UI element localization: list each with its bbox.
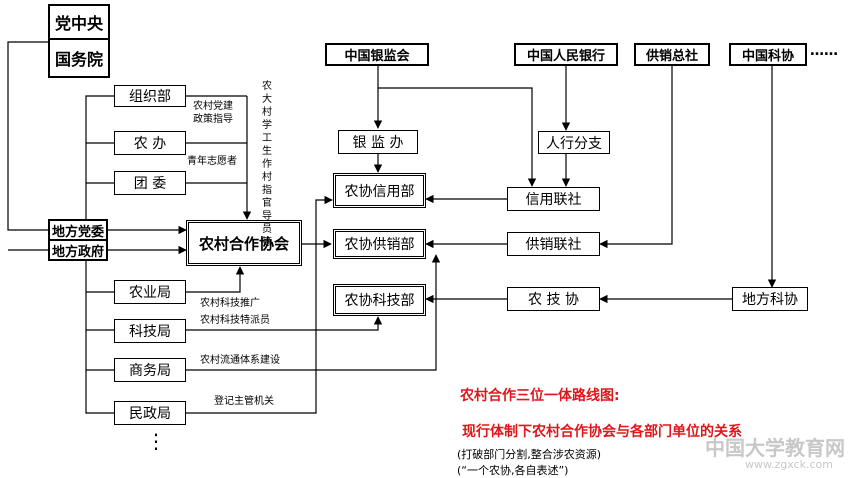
caption-title-line2: 现行体制下农村合作协会与各部门单位的关系 (462, 424, 742, 440)
watermark-logo-text: 中国大学教育网 (705, 436, 845, 460)
box-pboc: 中国人民银行 (514, 43, 618, 66)
watermark-url: www.zgxck.com (745, 458, 833, 471)
box-coop-supply-dept: 农协供销部 (333, 229, 426, 259)
box-youth-league: 团 委 (114, 171, 186, 195)
box-cbrc-office: 银 监 办 (338, 130, 418, 154)
box-civil-bureau: 民政局 (114, 401, 186, 425)
box-rural-office: 农 办 (114, 131, 186, 155)
box-tech-assoc: 农 技 协 (507, 287, 600, 311)
box-pboc-branch: 人行分支 (538, 131, 610, 154)
box-commerce-bureau: 商务局 (114, 358, 186, 382)
caption-note-line2: (“一个农协,各自表述”) (457, 464, 569, 477)
box-coop-association: 农村合作协会 (186, 220, 302, 266)
box-supply-hq: 供销总社 (634, 43, 710, 66)
box-coop-credit-dept: 农协信用部 (333, 173, 426, 208)
box-party-central: 党中央 (48, 4, 110, 40)
caption-title-line1: 农村合作三位一体路线图: (460, 388, 620, 404)
label-tech-promo-line1: 农村科技推广 (200, 298, 260, 309)
label-more-top: …… (810, 43, 838, 59)
box-local-gov: 地方政府 (48, 239, 108, 261)
box-org-dept: 组织部 (114, 85, 186, 107)
caption-note-line1: (打破部门分割,整合涉农资源) (457, 448, 602, 461)
box-state-council: 国务院 (48, 38, 110, 78)
label-registration: 登记主管机关 (214, 396, 274, 407)
box-credit-union: 信用联社 (507, 187, 600, 211)
label-student-officials: 农大村学工生作村指官导员等 (262, 81, 272, 248)
label-more-left: ⋮ (146, 429, 166, 453)
label-tech-promo-line2: 农村科技特派员 (200, 315, 270, 326)
box-local-cast: 地方科协 (732, 287, 808, 311)
box-supply-union: 供销联社 (507, 232, 600, 256)
box-cbrc: 中国银监会 (325, 43, 429, 66)
box-local-party: 地方党委 (48, 219, 108, 241)
label-party-guidance-line1: 农村党建 (193, 101, 233, 112)
label-youth-volunteer: 青年志愿者 (187, 156, 237, 167)
box-cast: 中国科协 (729, 43, 807, 66)
box-coop-tech-dept: 农协科技部 (333, 284, 426, 316)
box-agri-bureau: 农业局 (114, 280, 186, 304)
label-circulation: 农村流通体系建设 (200, 355, 280, 366)
box-sci-bureau: 科技局 (114, 319, 186, 343)
label-party-guidance-line2: 政策指导 (193, 114, 233, 125)
